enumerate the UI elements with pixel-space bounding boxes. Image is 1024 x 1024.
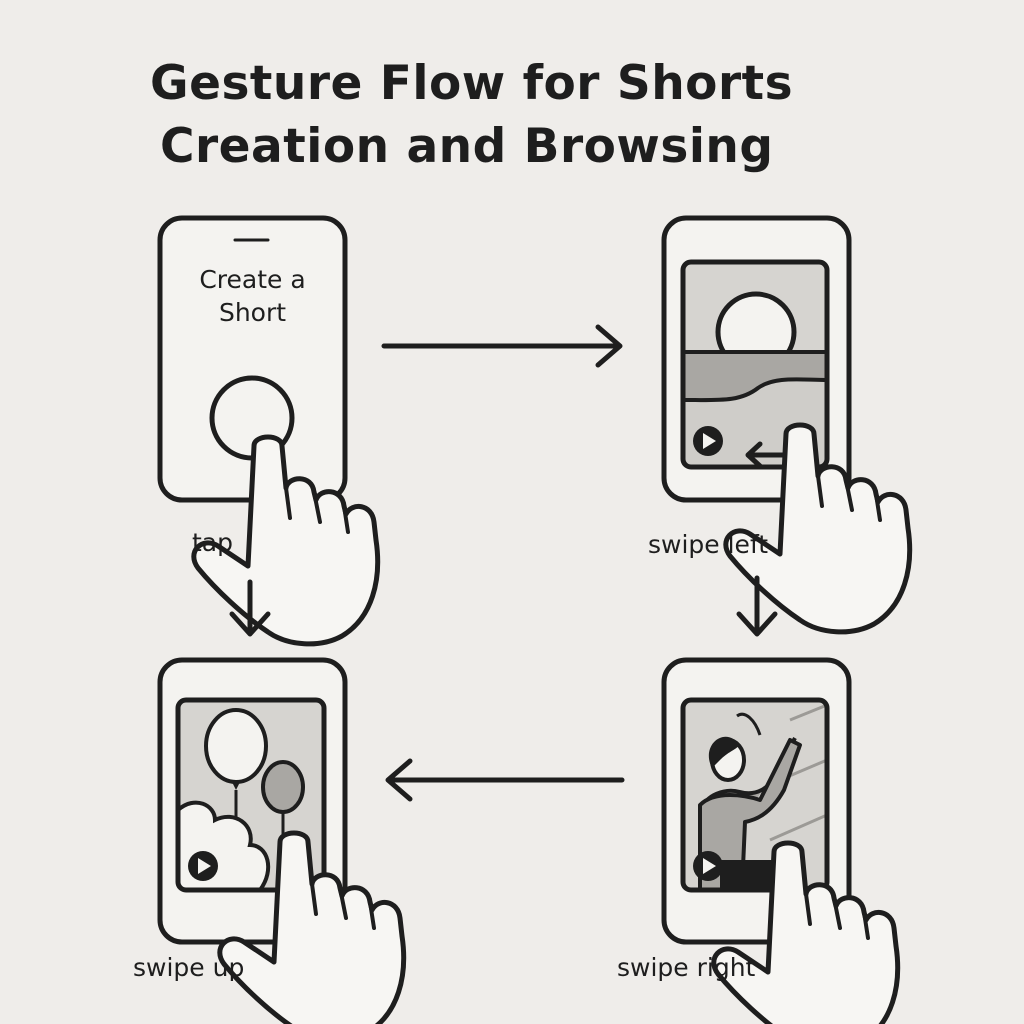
title-line-2: Creation and Browsing <box>160 119 774 174</box>
label-swipe-up: swipe up <box>133 953 245 982</box>
create-short-line-1: Create a <box>199 265 306 294</box>
play-icon <box>693 426 723 456</box>
create-short-text: Create a Short <box>160 263 345 329</box>
play-icon <box>693 851 723 881</box>
label-swipe-right: swipe right <box>617 953 756 982</box>
arrow-left-icon <box>385 758 625 802</box>
phone-swipe-up <box>157 657 404 1024</box>
diagram-title: Gesture Flow for Shorts Creation and Bro… <box>150 52 850 178</box>
arrow-right-icon <box>381 324 623 368</box>
create-short-line-2: Short <box>218 298 287 327</box>
arrow-down-icon <box>229 579 271 637</box>
title-line-1: Gesture Flow for Shorts <box>150 56 794 111</box>
label-swipe-left: swipe left <box>648 530 769 559</box>
phone-tap <box>157 215 378 644</box>
play-icon <box>188 851 218 881</box>
phone-swipe-right <box>661 657 898 1024</box>
person-icon <box>698 712 802 890</box>
phone-swipe-left <box>661 215 910 632</box>
label-tap: tap <box>192 528 233 557</box>
arrow-down-icon <box>736 575 778 637</box>
